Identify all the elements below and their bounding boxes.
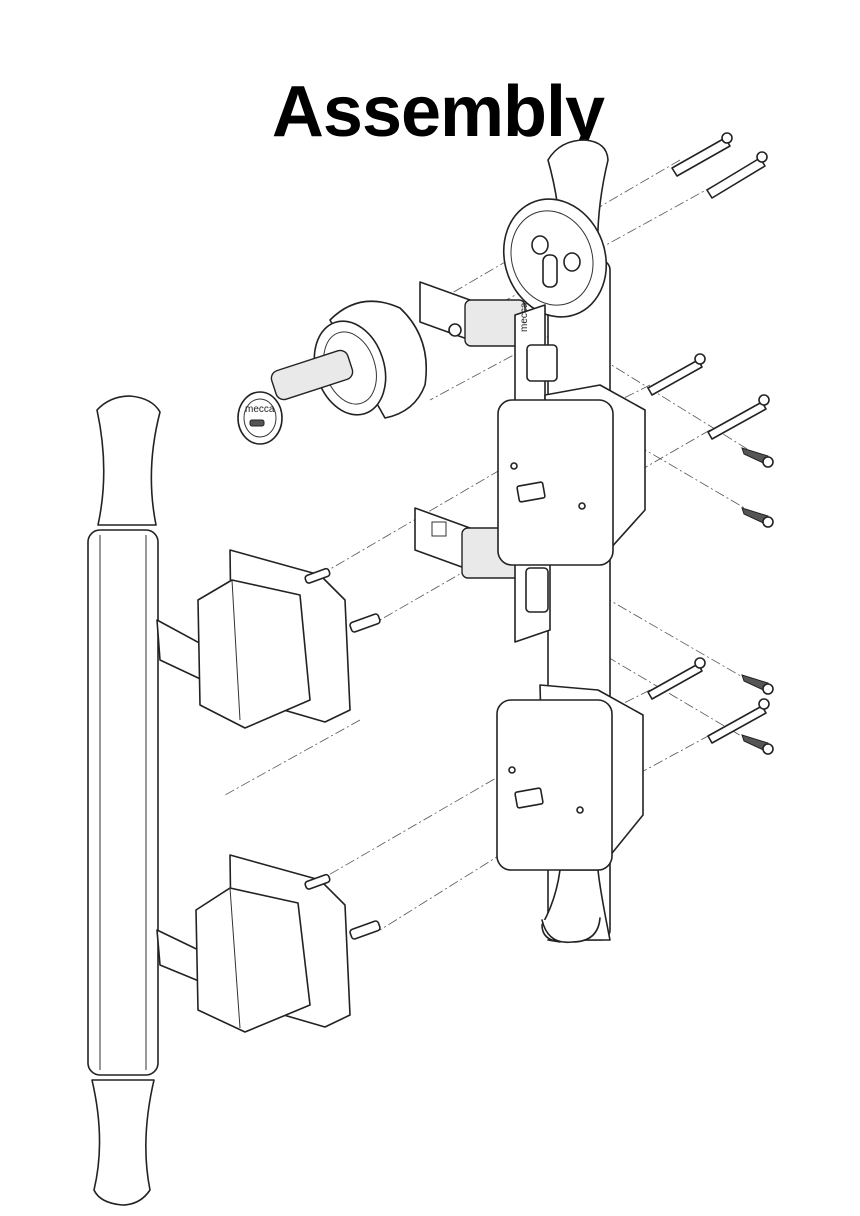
square-rose-upper <box>497 384 646 566</box>
thumb-turn-lower <box>156 854 381 1033</box>
cylinder-brand-mark: mecca <box>245 404 275 415</box>
rose-plate <box>502 198 608 318</box>
page-title: Assembly <box>271 72 605 153</box>
deadbolt-latch: mecca <box>419 281 558 416</box>
deadbolt-brand-mark: mecca <box>519 302 530 332</box>
square-rose-lower <box>496 684 644 871</box>
deadbolt-cylinder: mecca <box>237 300 428 445</box>
wood-screws <box>741 447 774 755</box>
pull-handle-front <box>87 395 161 1206</box>
mounting-bolts <box>647 132 770 744</box>
thumb-turn-upper <box>156 549 381 729</box>
